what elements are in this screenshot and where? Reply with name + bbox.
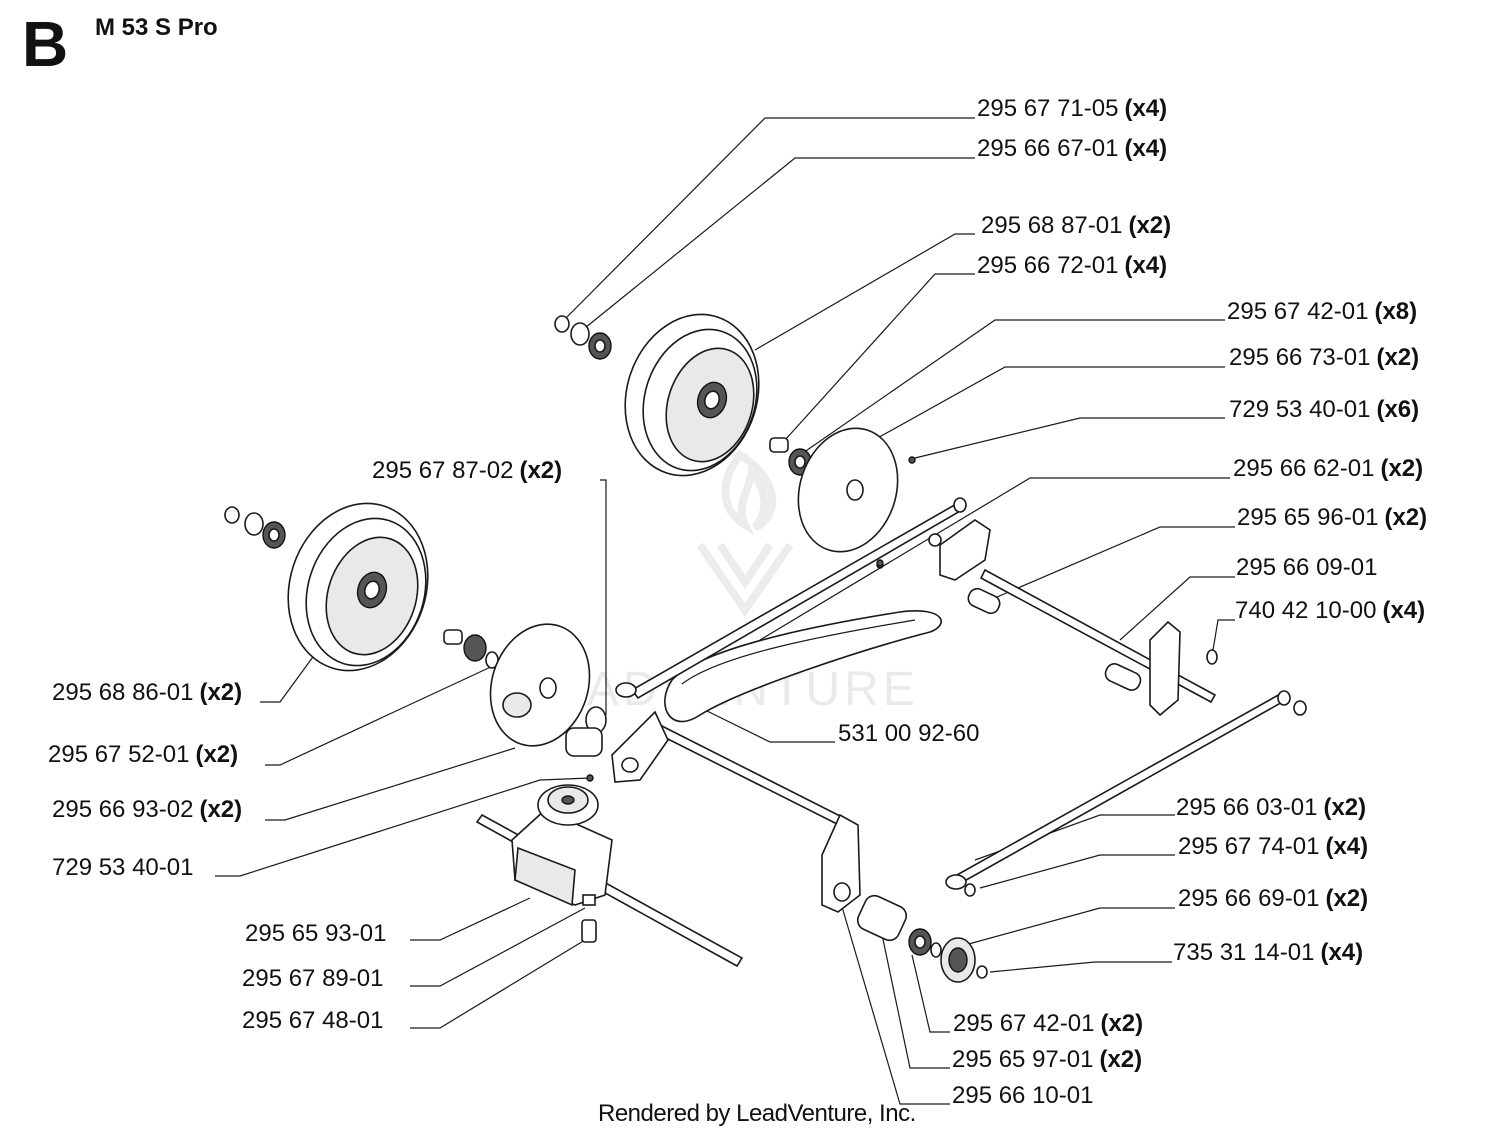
gearbox <box>511 706 613 943</box>
part-label-295-68-87-01[interactable]: 295 68 87-01(x2) <box>981 212 1172 239</box>
part-label-729-53-40-01[interactable]: 729 53 40-01 <box>52 854 194 881</box>
part-label-295-66-73-01[interactable]: 295 66 73-01(x2) <box>1229 344 1420 371</box>
drive-gear-assembly <box>856 894 988 983</box>
part-label-295-66-93-02[interactable]: 295 66 93-02(x2) <box>52 796 243 823</box>
cover-disc-front <box>489 623 591 747</box>
part-label-295-66-03-01[interactable]: 295 66 03-01(x2) <box>1176 794 1367 821</box>
part-label-295-67-42-01-x8[interactable]: 295 67 42-01(x8) <box>1227 298 1418 325</box>
part-label-295-67-89-01[interactable]: 295 67 89-01 <box>242 965 384 992</box>
part-label-295-66-72-01[interactable]: 295 66 72-01(x4) <box>977 252 1168 279</box>
leader-lines <box>215 117 1235 1105</box>
part-label-295-66-62-01[interactable]: 295 66 62-01(x2) <box>1233 455 1424 482</box>
part-label-295-65-96-01[interactable]: 295 65 96-01(x2) <box>1237 504 1428 531</box>
part-label-729-53-40-01-x6[interactable]: 729 53 40-01(x6) <box>1229 396 1420 423</box>
part-label-295-67-52-01[interactable]: 295 67 52-01(x2) <box>48 741 239 768</box>
part-label-740-42-10-00[interactable]: 740 42 10-00(x4) <box>1235 597 1426 624</box>
height-brackets <box>611 519 1181 913</box>
part-label-295-65-93-01[interactable]: 295 65 93-01 <box>245 920 387 947</box>
part-label-735-31-14-01[interactable]: 735 31 14-01(x4) <box>1173 939 1364 966</box>
wheel-front-left <box>287 502 429 672</box>
part-label-295-66-10-01[interactable]: 295 66 10-01 <box>952 1082 1094 1109</box>
hub-parts-rear <box>554 315 812 476</box>
model-title: M 53 S Pro <box>95 14 218 41</box>
part-label-295-67-74-01[interactable]: 295 67 74-01(x4) <box>1178 833 1369 860</box>
part-label-295-66-09-01[interactable]: 295 66 09-01 <box>1236 554 1378 581</box>
cover-disc-rear <box>797 427 916 569</box>
part-label-295-67-87-02[interactable]: 295 67 87-02(x2) <box>372 457 563 484</box>
part-label-531-00-92-60[interactable]: 531 00 92-60 <box>838 720 980 747</box>
drive-belt <box>664 610 942 723</box>
spacers-pins <box>586 533 1218 782</box>
part-label-295-67-71-05[interactable]: 295 67 71-05(x4) <box>977 95 1168 122</box>
part-label-295-65-97-01[interactable]: 295 65 97-01(x2) <box>952 1046 1143 1073</box>
wheel-rear-right <box>624 313 760 477</box>
part-label-295-66-67-01[interactable]: 295 66 67-01(x4) <box>977 135 1168 162</box>
part-label-295-68-86-01[interactable]: 295 68 86-01(x2) <box>52 679 243 706</box>
section-letter: B <box>22 8 69 80</box>
part-label-295-67-48-01[interactable]: 295 67 48-01 <box>242 1007 384 1034</box>
part-label-295-67-42-01-x2[interactable]: 295 67 42-01(x2) <box>953 1010 1144 1037</box>
hub-parts-front <box>224 506 499 669</box>
part-label-295-66-69-01[interactable]: 295 66 69-01(x2) <box>1178 885 1369 912</box>
footer-credit: Rendered by LeadVenture, Inc. <box>598 1100 916 1127</box>
